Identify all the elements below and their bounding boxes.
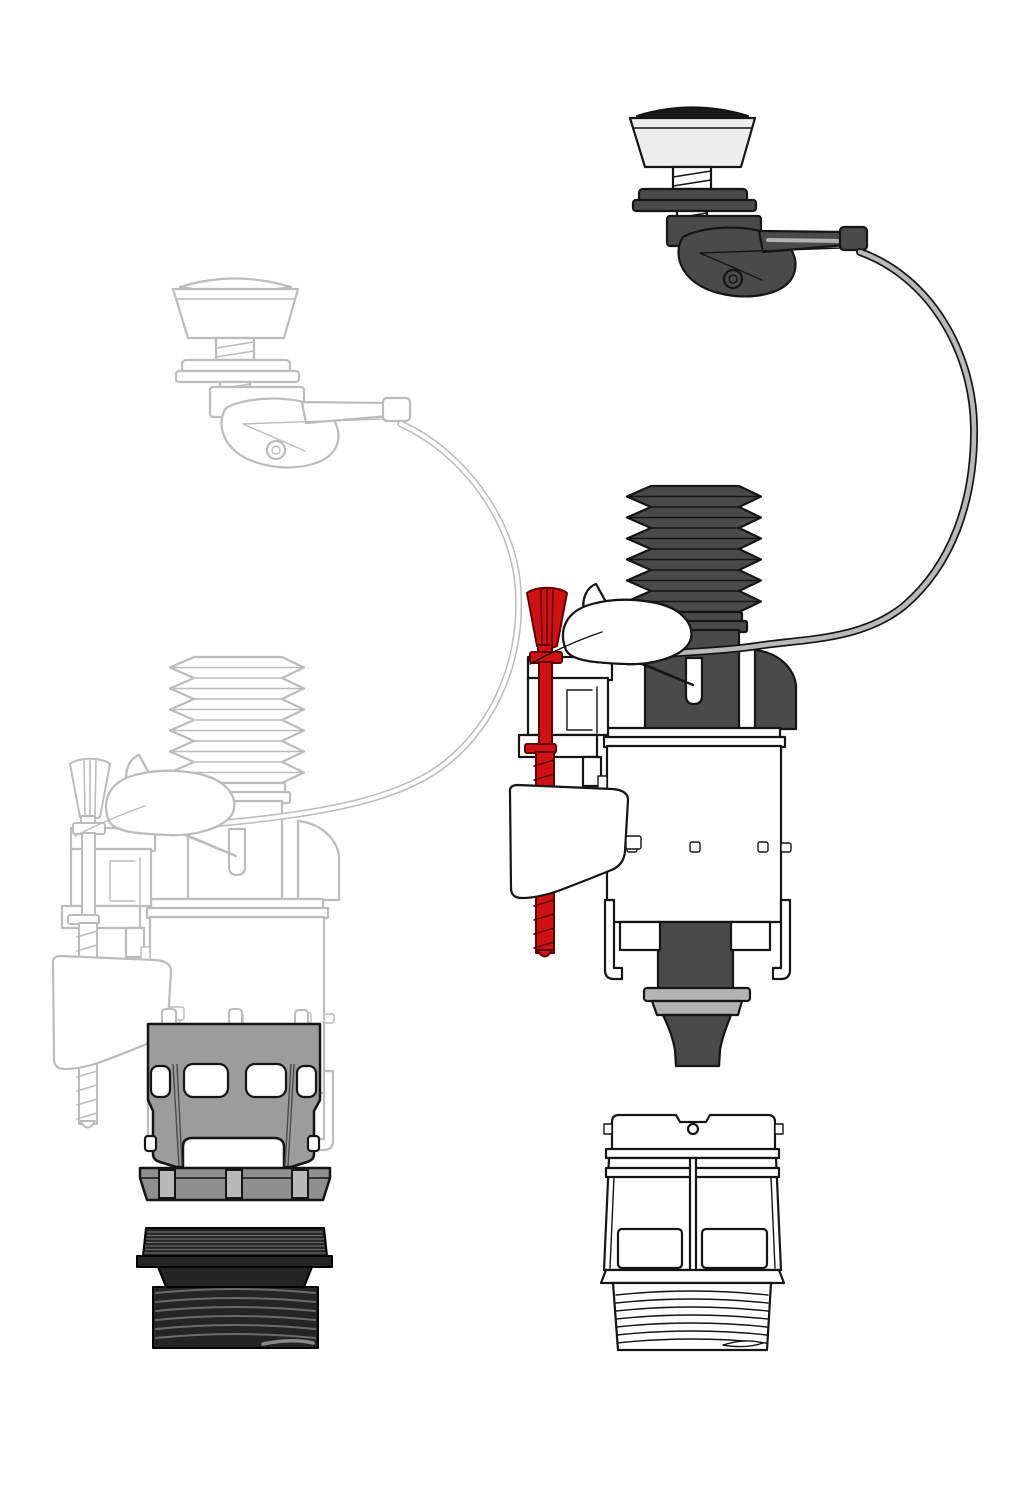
- seat-flange-1: [604, 1147, 781, 1160]
- cage-bayonet-tab-3: [294, 1009, 309, 1024]
- lever-wire: [529, 631, 603, 665]
- base-fine-thread-lines: [144, 1231, 326, 1254]
- threaded-valve-seat: [599, 1113, 786, 1352]
- bayonet-ring-tab-1: [158, 1169, 176, 1199]
- base-thread-end-curl: [261, 1339, 315, 1346]
- base-neck: [157, 1266, 313, 1288]
- ghost-lever-wire: [74, 805, 146, 837]
- cage-window-outer-left: [149, 1064, 172, 1099]
- seat-thread-end-curl: [722, 1340, 764, 1348]
- seat-window-left: [616, 1227, 684, 1270]
- seat-wall-lines: [609, 1176, 776, 1269]
- cage-window-inner-left: [182, 1062, 230, 1099]
- bayonet-ring-tab-3: [291, 1169, 309, 1199]
- cage-bayonet-tab-1: [161, 1008, 177, 1024]
- left-ghost-assembly: [53, 276, 523, 1238]
- base-coupling-nut: [136, 1227, 333, 1349]
- base-flange: [136, 1255, 333, 1268]
- cage-body: [146, 1022, 322, 1169]
- outer-cage: [138, 1008, 332, 1202]
- cage-window-inner-right: [244, 1062, 288, 1099]
- seat-tab-left: [603, 1123, 613, 1135]
- cage-notch-left: [143, 1134, 158, 1153]
- seat-center-pointer: [688, 1156, 698, 1288]
- cage-notch-right: [306, 1134, 321, 1153]
- seat-window-right: [700, 1227, 769, 1270]
- base-coarse-thread-lines: [155, 1288, 316, 1339]
- seat-bottom-flange: [599, 1268, 786, 1285]
- cage-bayonet-tab-2: [228, 1008, 243, 1024]
- cage-window-outer-right: [295, 1064, 318, 1099]
- seat-pilot-hole: [686, 1122, 700, 1136]
- bowden-cable-core: [631, 249, 977, 660]
- valve-unit-solid: [510, 486, 796, 1066]
- seat-thread-lines: [615, 1290, 769, 1344]
- push-button-unit-solid: [628, 105, 869, 299]
- right-exploded-assembly: [510, 105, 979, 1067]
- bayonet-ring-tab-2: [225, 1169, 243, 1199]
- ghost-cable-core: [148, 422, 521, 829]
- cage-ribs: [172, 1063, 295, 1167]
- base-coarse-thread-block: [152, 1286, 319, 1349]
- ghost-push-button-unit: [171, 276, 412, 470]
- seat-tab-right: [774, 1123, 784, 1135]
